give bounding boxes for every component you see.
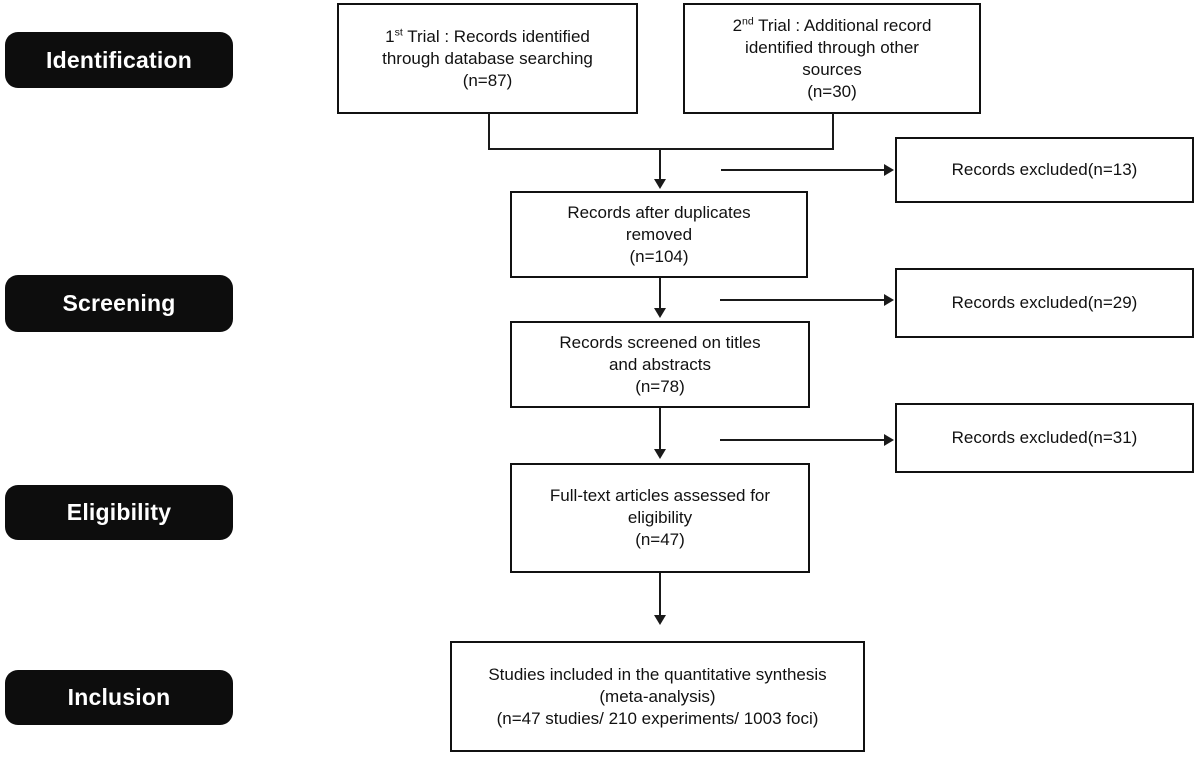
trial2-line2: identified through other [745,37,919,57]
arrow-down-icon [654,449,666,459]
arrow-right-icon [884,434,894,446]
trial2-number: 2 [732,15,743,35]
box-fulltext-assessed: Full-text articles assessed for eligibil… [510,463,810,573]
included-line2: (meta-analysis) [599,686,716,706]
arrow-right-icon [884,294,894,306]
stage-screening: Screening [5,275,233,332]
excluded1-label: Records excluded(n=13) [951,160,1138,179]
duplicates-count: (n=104) [629,246,689,266]
excluded3-label: Records excluded(n=31) [951,428,1138,447]
arrow-down-icon [654,308,666,318]
box-records-excluded-29: Records excluded(n=29) [895,268,1194,338]
stage-inclusion-label: Inclusion [67,684,171,710]
trial2-ordinal: nd [742,14,754,27]
stage-identification-label: Identification [46,46,192,73]
trial1-number: 1 [385,26,395,46]
box-records-screened: Records screened on titles and abstracts… [510,321,810,408]
stage-screening-label: Screening [62,290,176,316]
box-records-excluded-13: Records excluded(n=13) [895,137,1194,203]
stage-identification: Identification [5,32,233,88]
trial1-line1: 1st Trial : Records identified [385,26,590,48]
duplicates-line1: Records after duplicates [567,202,751,222]
trial2-line1-text: Trial : Additional record [753,15,932,35]
arrow-shaft [720,299,885,301]
box-records-excluded-31: Records excluded(n=31) [895,403,1194,473]
included-line1: Studies included in the quantitative syn… [488,664,827,684]
arrow-shaft [659,278,661,309]
stage-inclusion: Inclusion [5,670,233,725]
box-studies-included: Studies included in the quantitative syn… [450,641,865,752]
box-trial1-records-identified: 1st Trial : Records identified through d… [337,3,638,114]
duplicates-line2: removed [625,224,693,244]
trial1-count: (n=87) [462,70,513,90]
trial2-count: (n=30) [807,81,857,101]
box-trial2-additional-records: 2nd Trial : Additional record identified… [683,3,981,114]
arrow-down-icon [654,179,666,189]
trial2-line3: sources [802,59,862,79]
fulltext-count: (n=47) [635,530,685,549]
merge-horizontal-line [488,148,834,150]
included-count: (n=47 studies/ 210 experiments/ 1003 foc… [496,708,819,728]
trial1-ordinal: st [394,25,403,38]
arrow-right-icon [884,164,894,176]
arrow-shaft [721,169,885,171]
box-duplicates-removed: Records after duplicates removed (n=104) [510,191,808,278]
stage-eligibility-label: Eligibility [66,499,172,525]
excluded2-label: Records excluded(n=29) [951,293,1138,312]
stage-eligibility: Eligibility [5,485,233,540]
trial1-drop-line [488,113,490,150]
fulltext-line2: eligibility [627,508,693,527]
trial1-line1-text: Trial : Records identified [402,26,590,46]
trial1-line2: through database searching [382,48,593,68]
trial2-drop-line [832,113,834,150]
fulltext-line1: Full-text articles assessed for [549,486,771,505]
arrow-shaft [659,148,661,180]
trial2-line1: 2nd Trial : Additional record [733,15,932,37]
screened-count: (n=78) [635,376,685,396]
arrow-down-icon [654,615,666,625]
screened-line2: and abstracts [608,354,712,374]
arrow-shaft [659,573,661,616]
screened-line1: Records screened on titles [559,332,761,352]
arrow-shaft [720,439,885,441]
arrow-shaft [659,408,661,450]
